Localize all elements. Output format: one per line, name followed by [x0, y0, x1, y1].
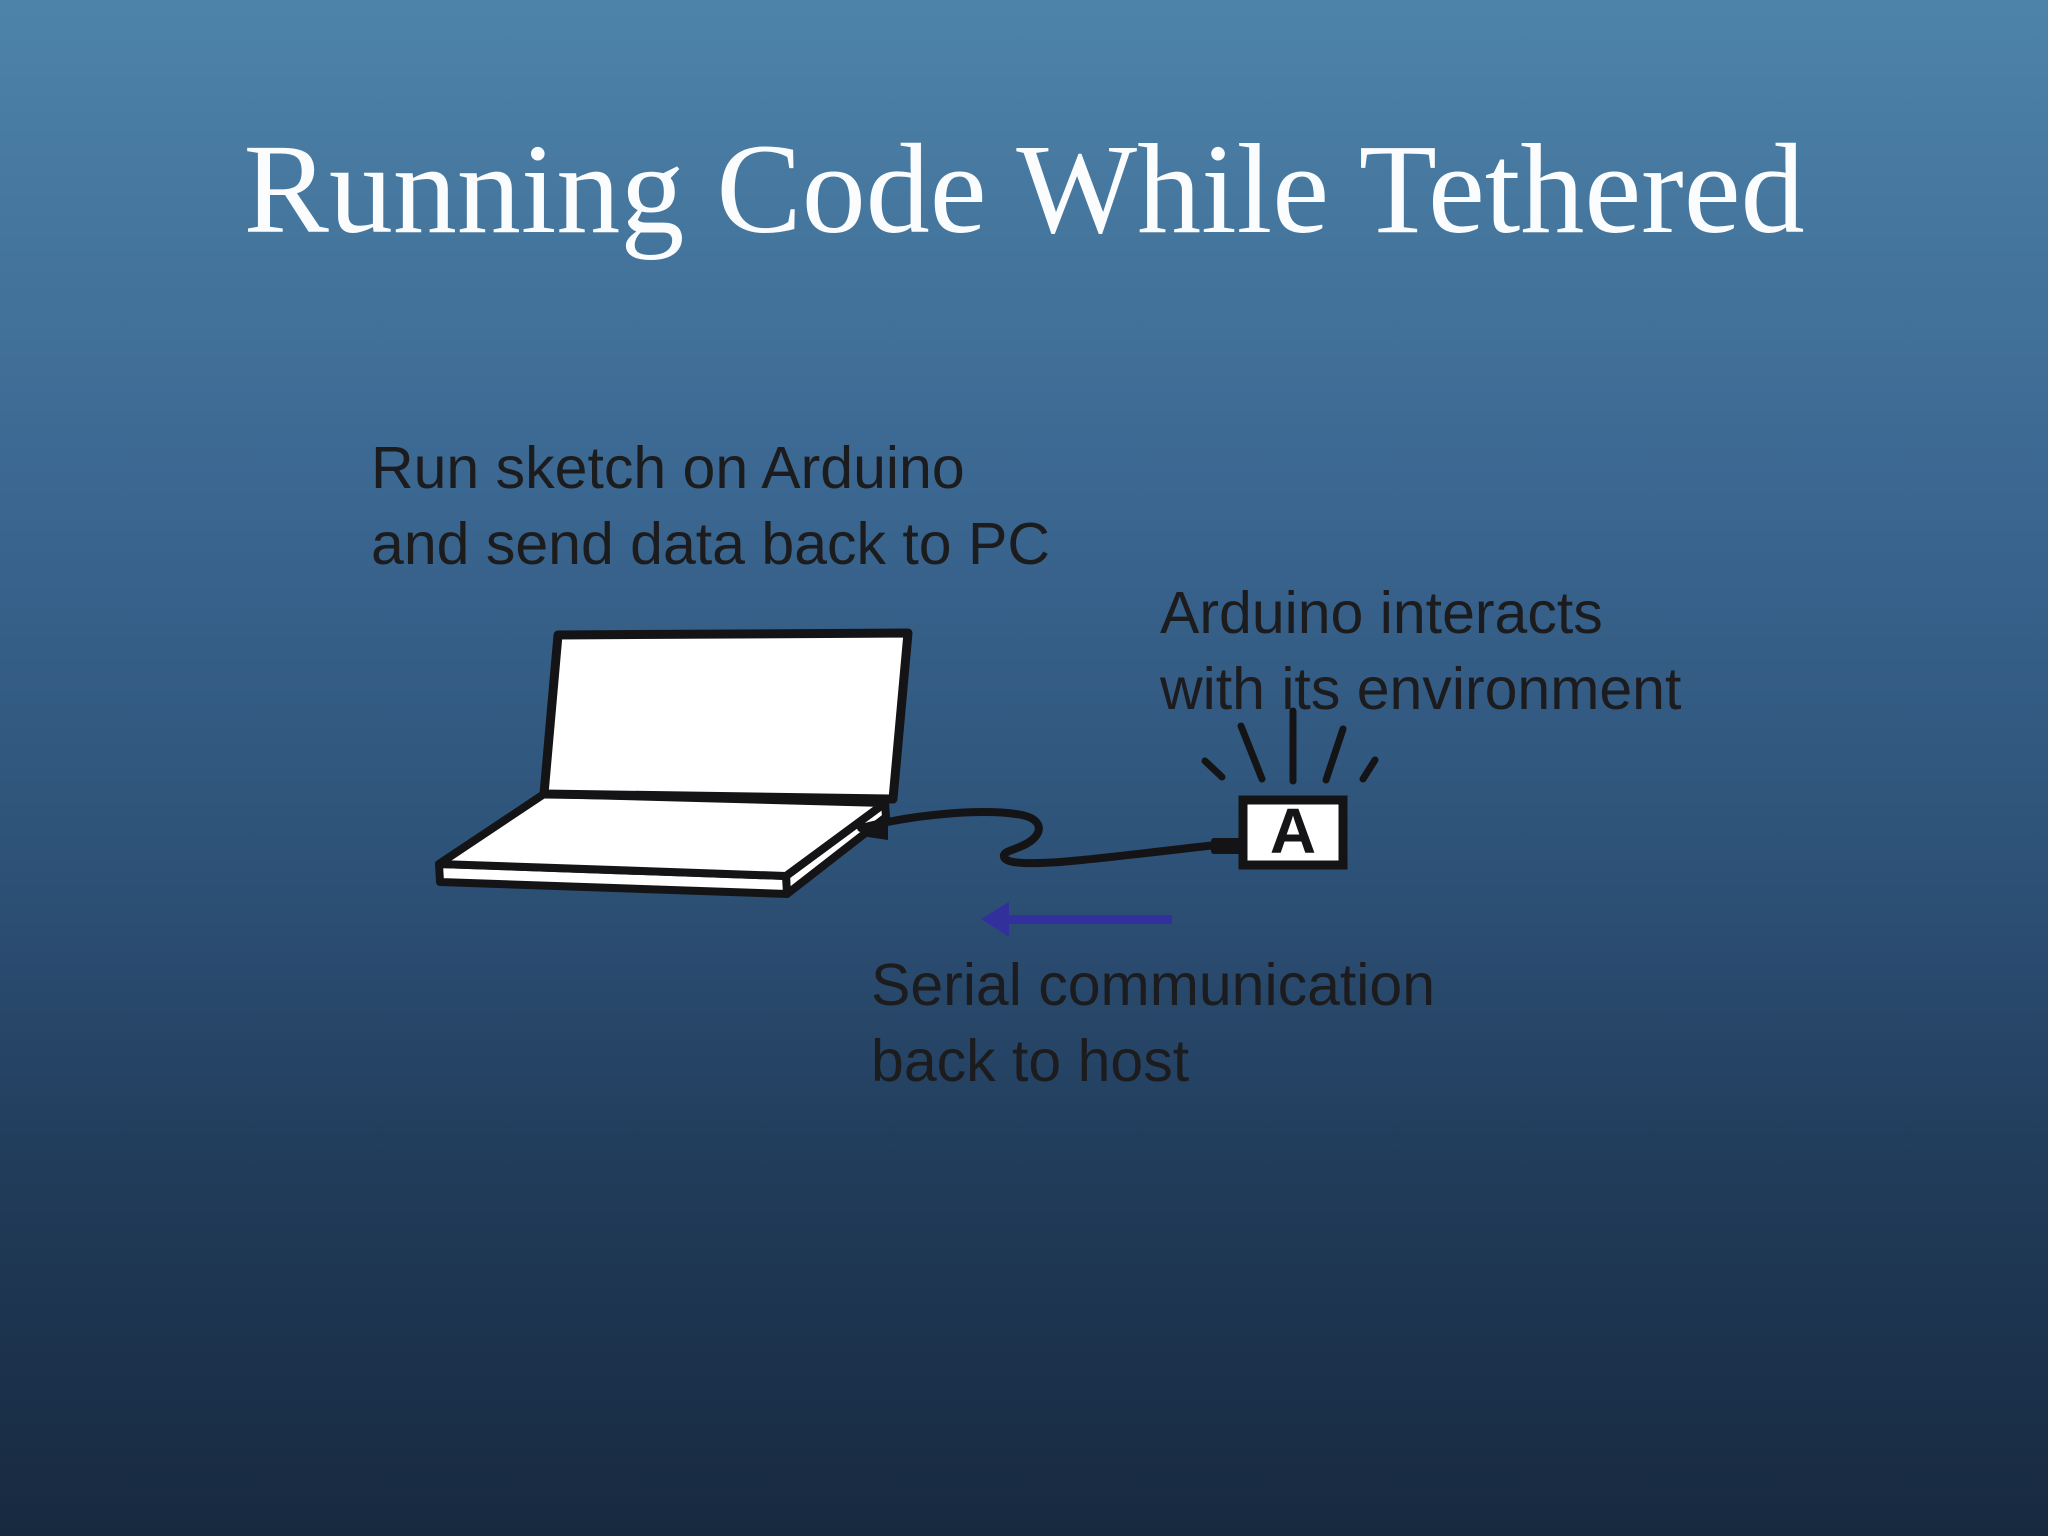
label-run-sketch-line1: Run sketch on Arduino	[371, 435, 965, 501]
usb-cable	[857, 808, 1220, 868]
label-arduino-interacts-line1: Arduino interacts	[1160, 580, 1603, 646]
label-serial-communication-line1: Serial communication	[871, 952, 1436, 1018]
serial-arrow-icon	[981, 902, 1172, 937]
laptop-screen	[539, 628, 913, 804]
label-run-sketch-line2: and send data back to PC	[371, 511, 1050, 577]
signal-rays-icon	[1201, 707, 1379, 785]
label-serial-communication-line2: back to host	[871, 1028, 1190, 1094]
laptop-illustration	[435, 628, 913, 898]
arduino-box: A	[1238, 795, 1348, 870]
label-arduino-interacts: Arduino interacts with its environment	[1160, 575, 1681, 727]
label-arduino-interacts-line2: with its environment	[1160, 656, 1682, 722]
arduino-box-letter: A	[1270, 795, 1316, 867]
slide-title: Running Code While Tethered	[243, 118, 1805, 260]
arduino-cable-connector	[1211, 838, 1241, 854]
label-run-sketch: Run sketch on Arduino and send data back…	[371, 430, 1050, 582]
label-serial-communication: Serial communication back to host	[871, 947, 1435, 1099]
